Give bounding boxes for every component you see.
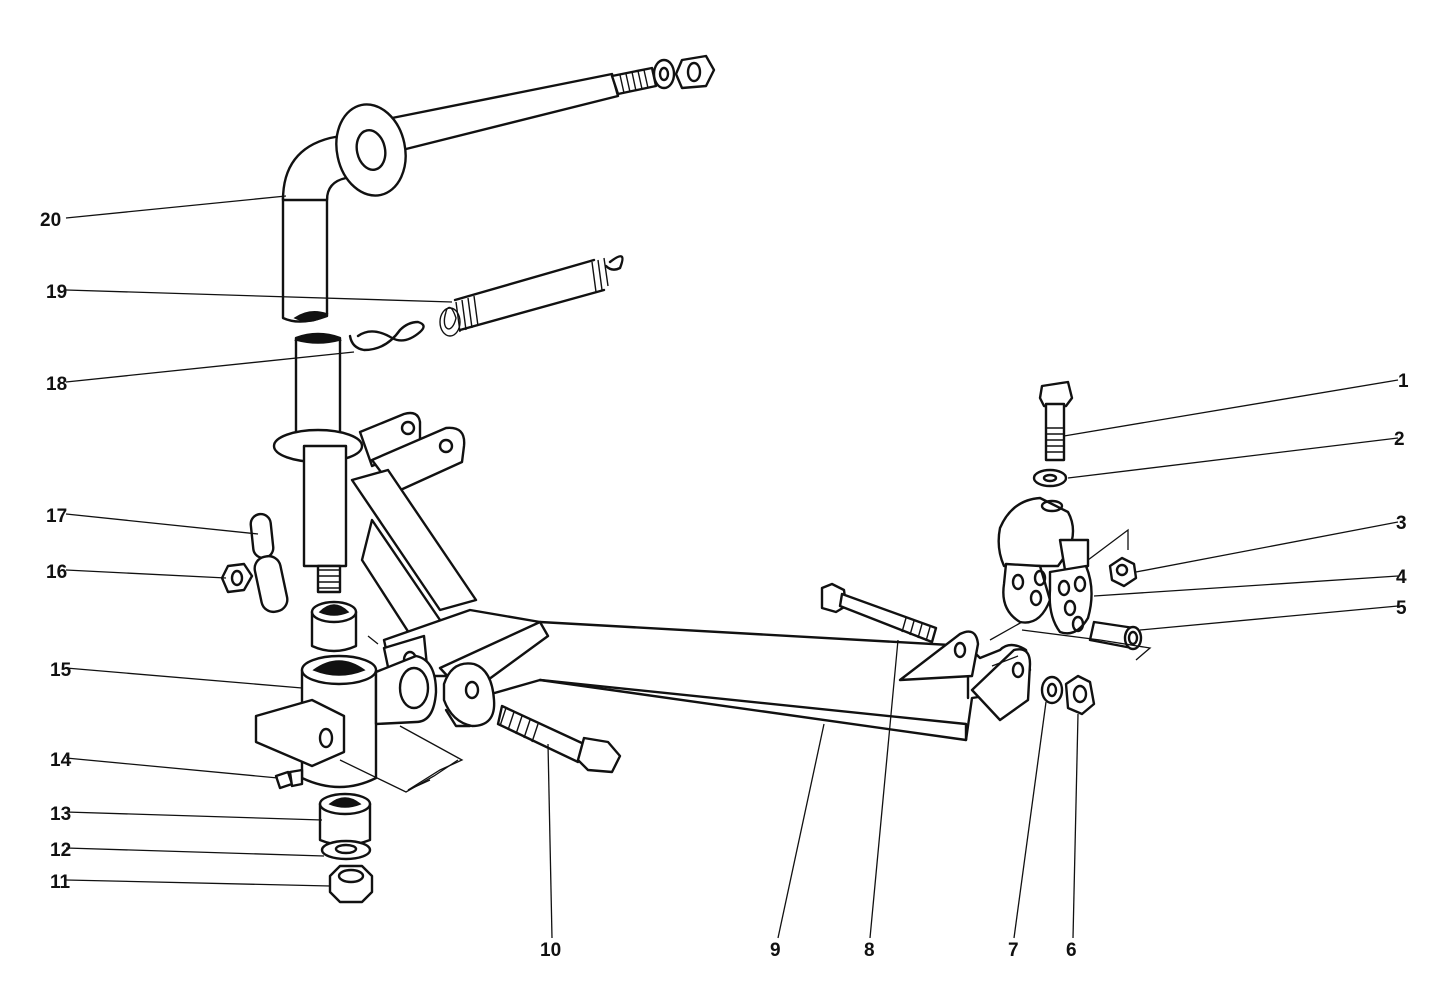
callout-1: 1: [1398, 371, 1409, 392]
part-11-nut: [328, 864, 374, 904]
callout-5: 5: [1396, 598, 1407, 619]
callout-12: 12: [50, 840, 71, 861]
alignment-guides: [339, 528, 1152, 793]
part-5-spacer: [1088, 620, 1143, 651]
callout-2: 2: [1394, 429, 1405, 450]
part-13-bushing: [318, 792, 372, 847]
leader-lines: [65, 195, 1399, 939]
part-4-bracket: [997, 496, 1093, 635]
part-6-nut: [1064, 674, 1096, 716]
part-18-clip: [348, 320, 425, 352]
part-7-washer: [1040, 675, 1064, 705]
callout-4: 4: [1396, 567, 1407, 588]
callout-6: 6: [1066, 940, 1077, 961]
callout-20: 20: [40, 210, 61, 231]
part-8-bolt: [820, 582, 938, 644]
callout-18: 18: [46, 374, 67, 395]
part-20-steering-shaft: [281, 54, 716, 323]
callout-13: 13: [50, 804, 71, 825]
part-12-washer: [320, 839, 372, 861]
bushing-upper: [310, 600, 358, 653]
callout-19: 19: [46, 282, 67, 303]
callout-7: 7: [1008, 940, 1019, 961]
frame-y-arm: [350, 411, 478, 652]
part-15-pivot-housing: [254, 654, 438, 789]
callout-8: 8: [864, 940, 875, 961]
part-10-bolt: [496, 704, 622, 774]
callout-labels: 1 2 3 4 5 6 7 8 9 10 11 12 13 14 15 16 1…: [40, 210, 1409, 961]
part-3-nut: [1108, 556, 1138, 588]
callout-16: 16: [46, 562, 67, 583]
callout-3: 3: [1396, 513, 1407, 534]
callout-9: 9: [770, 940, 781, 961]
part-9-frame-arm: [382, 608, 1032, 742]
callout-10: 10: [540, 940, 561, 961]
part-1-bolt: [1038, 380, 1074, 462]
part-14-grease-nipple: [274, 768, 304, 790]
part-16-nut: [220, 562, 254, 594]
lower-shaft: [272, 332, 364, 594]
part-2-washer: [1032, 468, 1068, 488]
callout-14: 14: [50, 750, 72, 771]
part-19-spring: [439, 255, 624, 337]
callout-11: 11: [50, 872, 71, 893]
callout-17: 17: [46, 506, 67, 527]
callout-15: 15: [50, 660, 72, 681]
part-17-link: [249, 512, 289, 614]
